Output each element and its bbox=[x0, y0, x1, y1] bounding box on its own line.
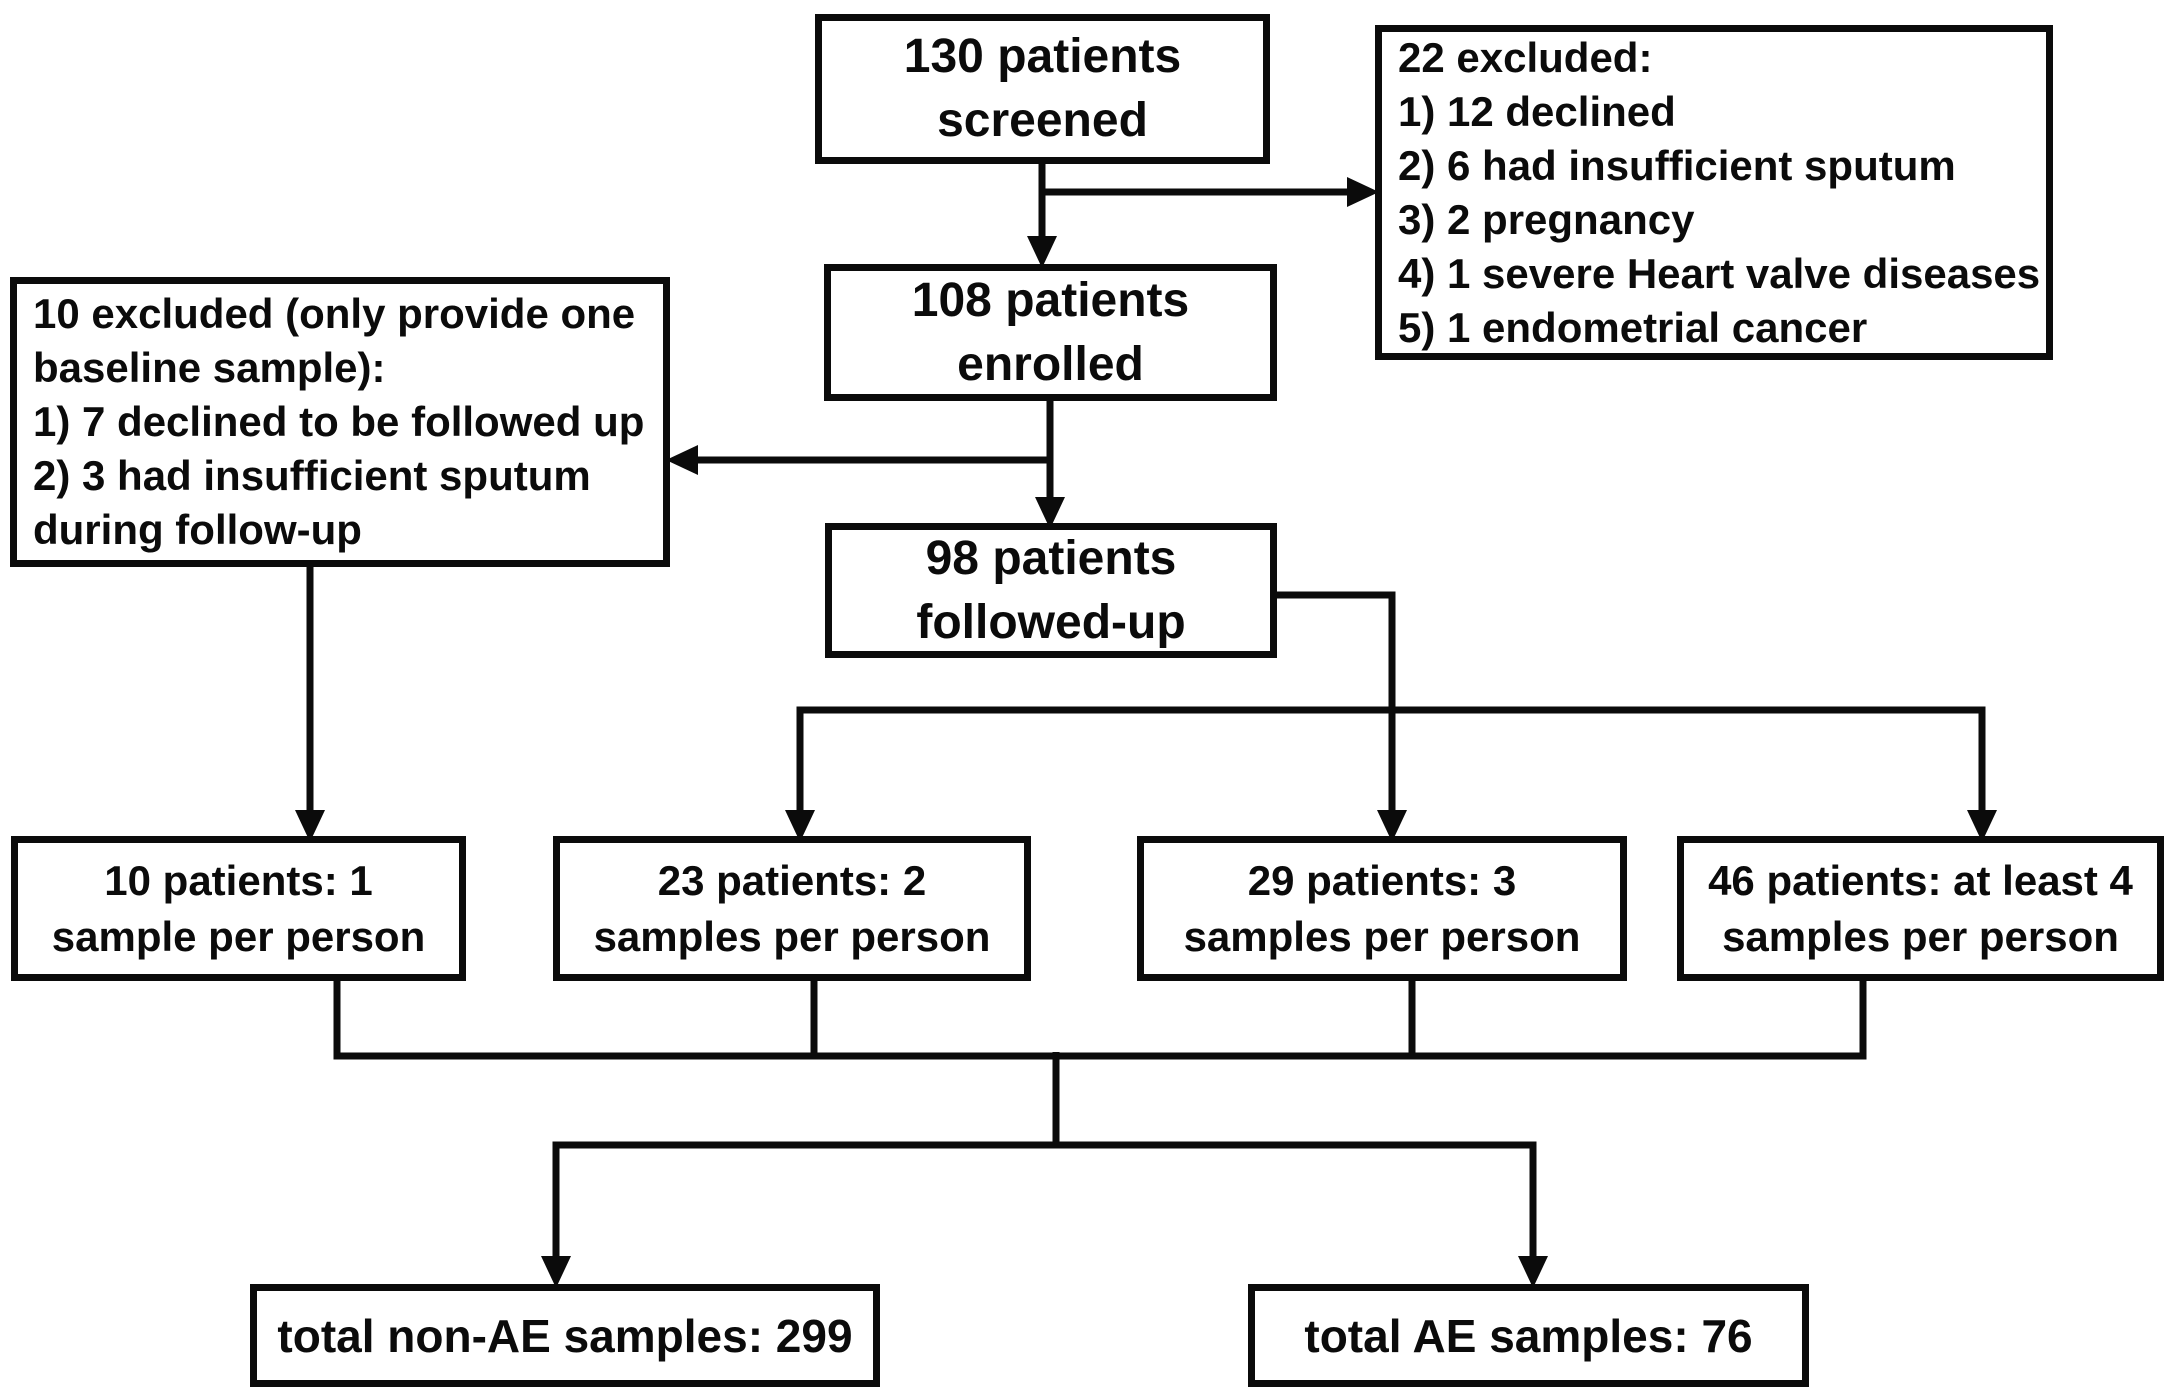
node-enrolled: 108 patients enrolled bbox=[824, 264, 1277, 401]
arrowhead-group3 bbox=[1377, 810, 1407, 842]
connector-merge-line-2 bbox=[552, 1141, 1537, 1258]
node-total-ae: total AE samples: 76 bbox=[1248, 1284, 1809, 1387]
connector-merge-line-1 bbox=[333, 974, 1867, 1060]
arrowhead-followedup bbox=[1035, 497, 1065, 529]
arrowhead-excluded10 bbox=[666, 445, 698, 475]
node-excluded-followup: 10 excluded (only provide one baseline s… bbox=[10, 277, 670, 567]
arrowhead-excluded22 bbox=[1347, 177, 1379, 207]
arrowhead-total-non-ae bbox=[541, 1256, 571, 1288]
connector-distribution-line bbox=[796, 706, 1986, 812]
node-screened: 130 patients screened bbox=[815, 14, 1270, 164]
arrowhead-group1 bbox=[295, 810, 325, 842]
arrowhead-total-ae bbox=[1518, 1256, 1548, 1288]
arrowhead-group4 bbox=[1967, 810, 1997, 842]
node-group-2-samples: 23 patients: 2 samples per person bbox=[553, 836, 1031, 981]
node-excluded-screening: 22 excluded: 1) 12 declined 2) 6 had ins… bbox=[1375, 25, 2053, 360]
node-total-non-ae: total non-AE samples: 299 bbox=[250, 1284, 880, 1387]
node-followed-up: 98 patients followed-up bbox=[825, 523, 1277, 658]
node-group-4plus-samples: 46 patients: at least 4 samples per pers… bbox=[1677, 836, 2164, 981]
node-group-1-sample: 10 patients: 1 sample per person bbox=[11, 836, 466, 981]
arrowhead-group2 bbox=[785, 810, 815, 842]
node-group-3-samples: 29 patients: 3 samples per person bbox=[1137, 836, 1627, 981]
connector-followedup-to-group3 bbox=[1270, 591, 1396, 812]
arrowhead-enrolled bbox=[1027, 236, 1057, 268]
